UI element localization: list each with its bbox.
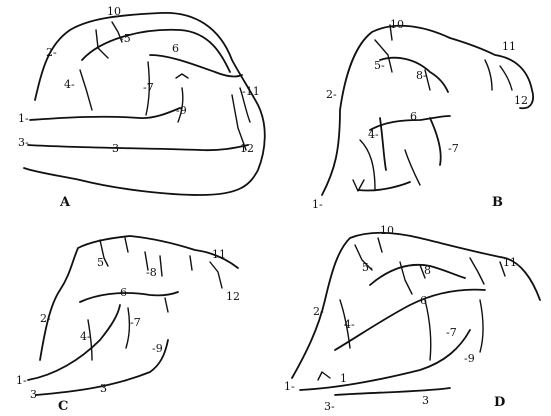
panel-a-label-12: 12	[240, 142, 254, 155]
panel-b-label-11: 11	[502, 40, 516, 53]
panel-c-label-7: -7	[130, 316, 141, 329]
panel-d-label-3-left: 3-	[324, 400, 335, 413]
panel-a-label-7: -7	[143, 81, 154, 94]
panel-a-label-2: 2-	[46, 46, 57, 59]
panel-d-label-7: -7	[446, 326, 457, 339]
panel-b-label-2: 2-	[326, 88, 337, 101]
panel-c-label-12: 12	[226, 290, 240, 303]
panel-a-label-9: -9	[176, 104, 187, 117]
panel-b-label-12: 12	[514, 94, 528, 107]
panel-a-label-1: 1-	[18, 112, 29, 125]
panel-a-label-6: 6	[172, 42, 179, 55]
panel-d-label-5: 5-	[362, 261, 373, 274]
panel-c-label-11: 11	[212, 248, 226, 261]
panel-c: 5 -8 11 6 12 2- -7 4- -9 1- 3- 3 C	[16, 236, 240, 414]
panel-c-label-8: -8	[146, 266, 157, 279]
panel-b: 10 11 5- 8- 2- 12 6 4- -7 1- B	[312, 18, 533, 211]
panel-d-label-9: -9	[464, 352, 475, 365]
panel-d-label-6: 6	[420, 294, 427, 307]
panel-b-label-1: 1-	[312, 198, 323, 211]
panel-a-letter: A	[59, 195, 71, 210]
panel-d-label-1: 1-	[284, 380, 295, 393]
panel-a-label-3: 3	[112, 142, 119, 155]
panel-d-label-3: 3	[422, 394, 429, 407]
panel-c-label-2: 2-	[40, 312, 51, 325]
panel-b-label-4: 4-	[368, 128, 379, 141]
panel-c-label-4: 4-	[80, 330, 91, 343]
panel-c-label-1: 1-	[16, 374, 27, 387]
panel-c-label-9: -9	[152, 342, 163, 355]
panel-a-label-5: -5	[120, 32, 131, 45]
panel-c-label-3: 3	[100, 382, 107, 395]
panel-a-drawing	[24, 13, 265, 195]
panel-b-letter: B	[492, 195, 503, 210]
panel-b-label-6: 6	[410, 110, 417, 123]
panel-a: 10 -5 2- 6 4- -7 -11 1- -9 3- 3 12 A	[18, 5, 265, 210]
panel-a-label-3-left: 3-	[18, 136, 29, 149]
panel-d: 10 5- 8 11 2- 6 4- -7 -9 1 1- 3- 3 D	[284, 224, 540, 413]
panel-d-label-8: 8	[424, 264, 431, 277]
panel-b-label-5: 5-	[374, 59, 385, 72]
panel-d-letter: D	[494, 395, 505, 410]
panel-d-label-10: 10	[380, 224, 394, 237]
panel-c-label-6: 6	[120, 286, 127, 299]
panel-b-label-10: 10	[390, 18, 404, 31]
panel-a-label-10: 10	[107, 5, 121, 18]
panel-c-letter: C	[58, 399, 68, 414]
panel-c-label-3-left: 3-	[30, 388, 41, 401]
panel-b-label-7: -7	[448, 142, 459, 155]
panel-d-label-4: 4-	[344, 318, 355, 331]
panel-a-label-11: -11	[242, 85, 260, 98]
panel-b-label-8: 8-	[416, 69, 427, 82]
panel-c-label-5: 5	[97, 256, 104, 269]
panel-d-label-11: 11	[503, 256, 517, 269]
panel-d-label-2: 2-	[313, 305, 324, 318]
panel-d-label-1-inner: 1	[340, 372, 347, 385]
panel-a-label-4: 4-	[64, 78, 75, 91]
